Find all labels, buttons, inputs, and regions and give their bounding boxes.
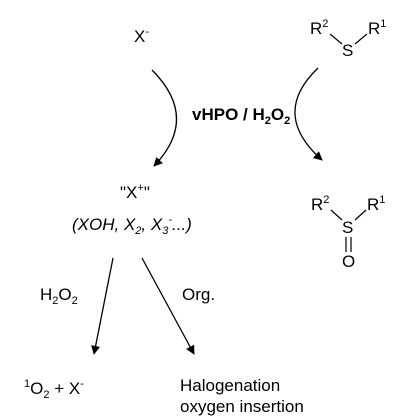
arrow-to-halogenation bbox=[141, 257, 195, 355]
halogen-species: (XOH, X2, X3-...) bbox=[72, 214, 192, 237]
sulfoxide-oxygen: O bbox=[342, 252, 356, 271]
product-oxygen-insertion: oxygen insertion bbox=[180, 397, 304, 416]
arrow-to-singlet-oxygen bbox=[91, 257, 114, 355]
curved-arrow-halide-oxidation bbox=[151, 69, 178, 167]
branch-label-peroxide: H2O2 bbox=[40, 285, 78, 307]
product-singlet-oxygen: 1O2 + X- bbox=[24, 378, 84, 401]
halide-charge: - bbox=[145, 26, 150, 38]
branch-label-organic: Org. bbox=[182, 285, 216, 304]
bond-sulfoxide-s-r1 bbox=[354, 209, 367, 221]
halide-ion: X- bbox=[134, 26, 150, 46]
intermediate-halogen: "X+" bbox=[120, 182, 150, 202]
sulfide-s: S bbox=[342, 41, 354, 60]
product-halogenation: Halogenation bbox=[180, 376, 281, 395]
sulfide-r1: R1 bbox=[368, 18, 387, 38]
sulfide-r2: R2 bbox=[310, 18, 329, 38]
curved-arrow-sulfoxidation bbox=[294, 67, 323, 161]
sulfoxide-r2: R2 bbox=[311, 194, 330, 214]
bond-sulfoxide-r2-s bbox=[330, 209, 343, 221]
halide-symbol: X bbox=[134, 27, 146, 46]
sulfoxide-s: S bbox=[342, 218, 354, 237]
sulfoxide-r1: R1 bbox=[367, 194, 386, 214]
bond-sulfide-r2-s bbox=[329, 33, 343, 45]
bond-sulfide-s-r1 bbox=[354, 33, 368, 45]
reagent-label: vHPO / H2O2 bbox=[192, 105, 291, 127]
